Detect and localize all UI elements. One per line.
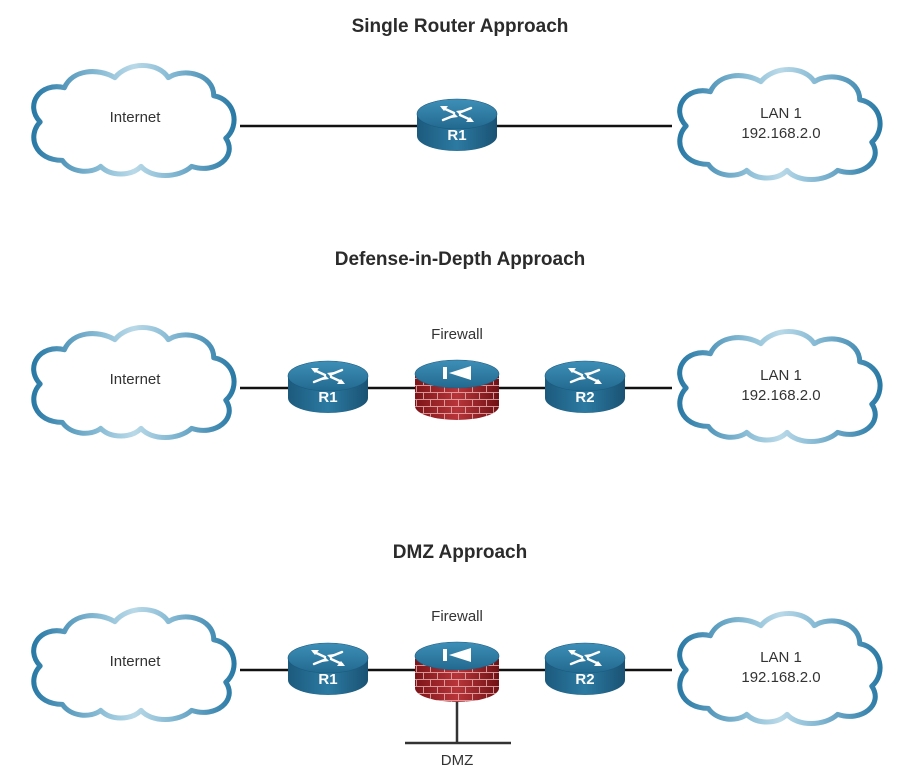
internet-cloud: Internet (34, 66, 234, 176)
cloud-label: Internet (110, 371, 162, 388)
router-label: R2 (575, 389, 594, 406)
cloud-label: Internet (110, 653, 162, 670)
router-label: R1 (318, 671, 337, 688)
router-arrows-icon (568, 650, 602, 666)
router-label: R2 (575, 671, 594, 688)
firewall-label: Firewall (431, 608, 483, 625)
lan-cloud: LAN 1 192.168.2.0 (680, 614, 880, 724)
cloud-label: LAN 1 (760, 367, 802, 384)
router-r1: R1 (287, 360, 369, 413)
cloud-label: LAN 1 (760, 105, 802, 122)
router-r2: R2 (544, 642, 626, 695)
section-title: Defense-in-Depth Approach (335, 249, 586, 270)
dmz-label: DMZ (441, 752, 474, 769)
router-r2: R2 (544, 360, 626, 413)
firewall: Firewall (414, 608, 500, 702)
cloud-label: LAN 1 (760, 649, 802, 666)
router-label: R1 (318, 389, 337, 406)
section-title: DMZ Approach (393, 542, 527, 563)
internet-cloud: Internet (34, 610, 234, 720)
firewall-arrow-icon (443, 366, 471, 380)
firewall-arrow-icon (443, 648, 471, 662)
router-arrows-icon (568, 368, 602, 384)
cloud-label: Internet (110, 109, 162, 126)
cloud-network-address: 192.168.2.0 (741, 387, 820, 404)
router-arrows-icon (311, 650, 345, 666)
lan-cloud: LAN 1 192.168.2.0 (680, 332, 880, 442)
router-arrows-icon (440, 106, 474, 122)
internet-cloud: Internet (34, 328, 234, 438)
router-r1: R1 (287, 642, 369, 695)
router-label: R1 (447, 127, 466, 144)
firewall: Firewall (414, 326, 500, 420)
firewall-label: Firewall (431, 326, 483, 343)
lan-cloud: LAN 1 192.168.2.0 (680, 70, 880, 180)
router-arrows-icon (311, 368, 345, 384)
cloud-network-address: 192.168.2.0 (741, 669, 820, 686)
section-title: Single Router Approach (352, 16, 569, 37)
cloud-network-address: 192.168.2.0 (741, 125, 820, 142)
router-r1: R1 (416, 98, 498, 151)
